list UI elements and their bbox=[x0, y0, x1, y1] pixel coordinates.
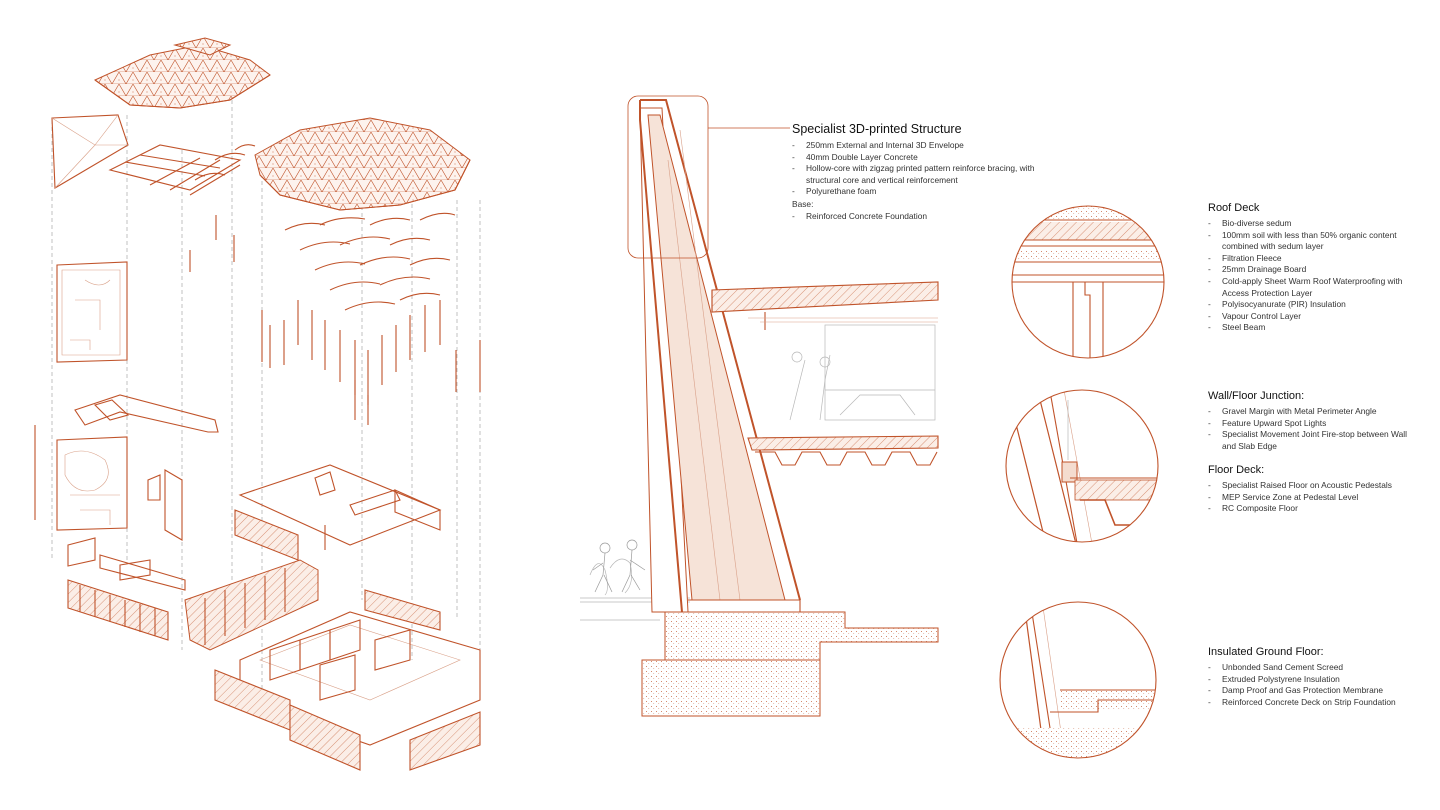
structure-title: Specialist 3D-printed Structure bbox=[792, 122, 962, 136]
ground-floor-item: Extruded Polystyrene Insulation bbox=[1208, 674, 1418, 686]
wall-floor-item: Feature Upward Spot Lights bbox=[1208, 418, 1413, 430]
roof-deck-item: 100mm soil with less than 50% organic co… bbox=[1208, 230, 1408, 253]
floor-deck-notes: Floor Deck: Specialist Raised Floor on A… bbox=[1208, 464, 1413, 515]
floor-deck-title: Floor Deck: bbox=[1208, 464, 1265, 476]
roof-deck-item: 25mm Drainage Board bbox=[1208, 264, 1408, 276]
roof-deck-notes: Roof Deck Bio-diverse sedum 100mm soil w… bbox=[1208, 202, 1408, 334]
base-item: Reinforced Concrete Foundation bbox=[792, 211, 1062, 223]
ground-floor-item: Unbonded Sand Cement Screed bbox=[1208, 662, 1418, 674]
ground-floor-notes: Insulated Ground Floor: Unbonded Sand Ce… bbox=[1208, 646, 1418, 708]
exploded-axonometric bbox=[34, 37, 481, 771]
floor-deck-item: MEP Service Zone at Pedestal Level bbox=[1208, 492, 1413, 504]
wall-floor-notes: Wall/Floor Junction: Gravel Margin with … bbox=[1208, 390, 1413, 452]
roof-deck-item: Steel Beam bbox=[1208, 322, 1408, 334]
ground-floor-title: Insulated Ground Floor: bbox=[1208, 646, 1324, 658]
wall-floor-item: Gravel Margin with Metal Perimeter Angle bbox=[1208, 406, 1413, 418]
ground-floor-item: Damp Proof and Gas Protection Membrane bbox=[1208, 685, 1418, 697]
wall-floor-item: Specialist Movement Joint Fire-stop betw… bbox=[1208, 429, 1413, 452]
roof-deck-item: Cold-apply Sheet Warm Roof Waterproofing… bbox=[1208, 276, 1408, 299]
structure-notes: Specialist 3D-printed Structure 250mm Ex… bbox=[792, 122, 1062, 222]
section-drawing bbox=[580, 95, 939, 717]
ground-floor-item: Reinforced Concrete Deck on Strip Founda… bbox=[1208, 697, 1418, 709]
wall-floor-title: Wall/Floor Junction: bbox=[1208, 390, 1305, 402]
roof-deck-item: Polyisocyanurate (PIR) Insulation bbox=[1208, 299, 1408, 311]
roof-deck-item: Bio-diverse sedum bbox=[1208, 218, 1408, 230]
detail-circles bbox=[999, 205, 1165, 759]
floor-deck-item: RC Composite Floor bbox=[1208, 503, 1413, 515]
base-label: Base: bbox=[792, 198, 814, 209]
floor-deck-item: Specialist Raised Floor on Acoustic Pede… bbox=[1208, 480, 1413, 492]
structure-item: 250mm External and Internal 3D Envelope bbox=[792, 140, 1062, 152]
roof-deck-item: Vapour Control Layer bbox=[1208, 311, 1408, 323]
structure-item: 40mm Double Layer Concrete bbox=[792, 152, 1062, 164]
structure-item: Hollow-core with zigzag printed pattern … bbox=[792, 163, 1062, 186]
structure-item: Polyurethane foam bbox=[792, 186, 1062, 198]
roof-deck-title: Roof Deck bbox=[1208, 202, 1260, 214]
roof-deck-item: Filtration Fleece bbox=[1208, 253, 1408, 265]
